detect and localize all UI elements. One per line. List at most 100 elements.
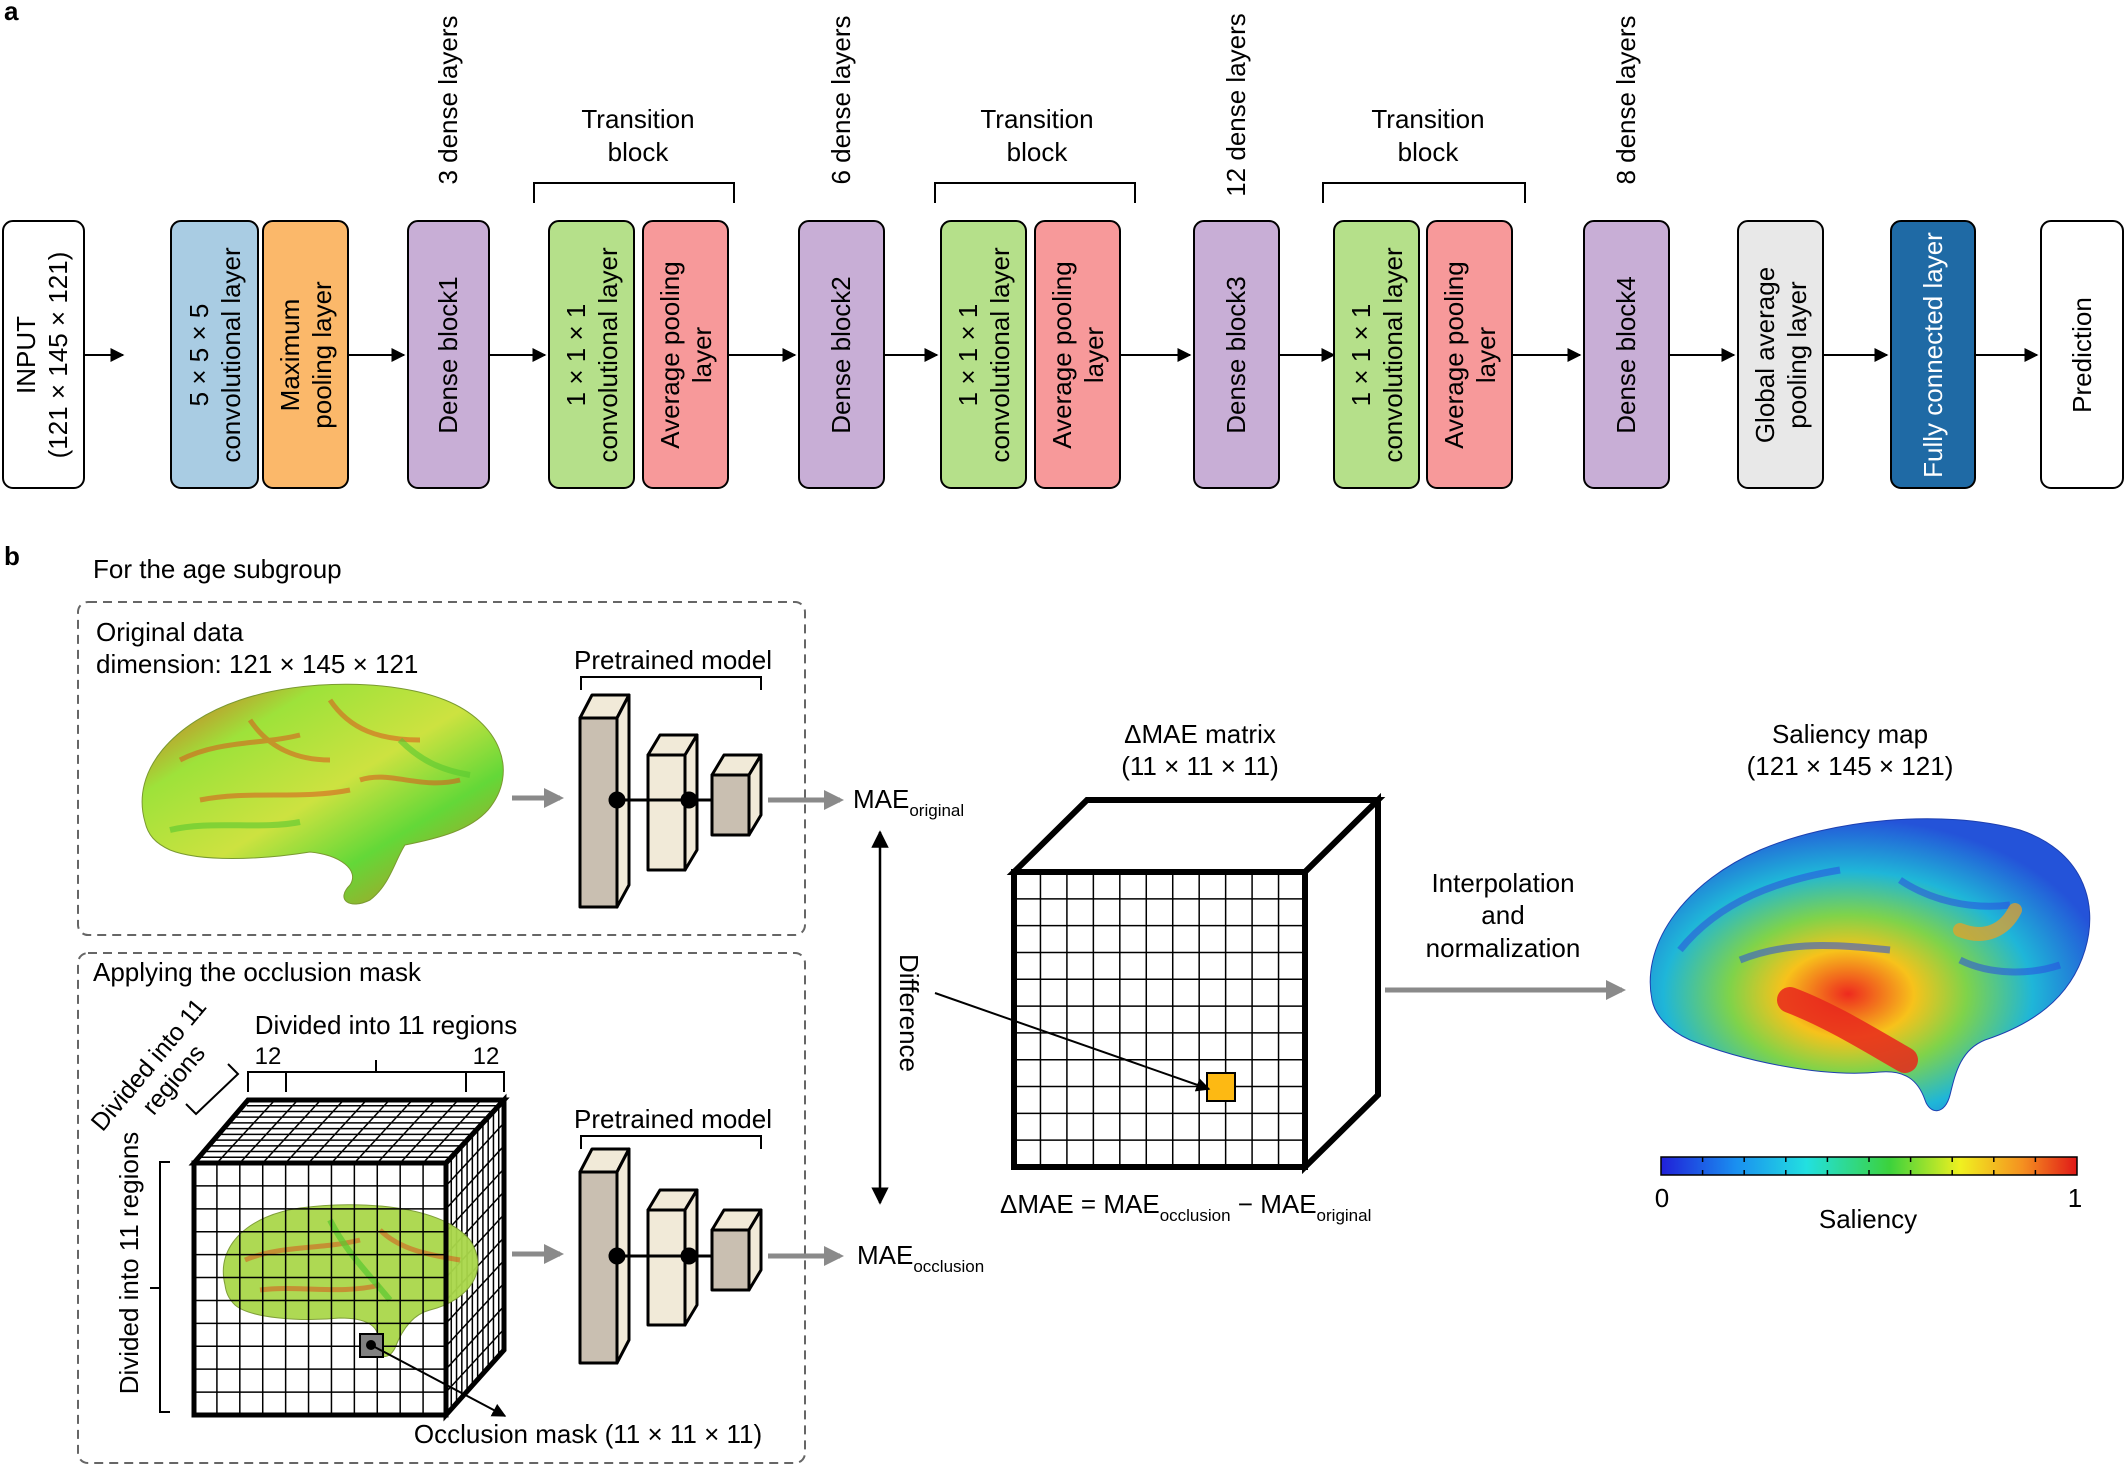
dense-block-1-label: Dense block1 [433, 276, 463, 434]
dense-block-2 [798, 220, 885, 489]
dense-block-4-label: Dense block4 [1611, 276, 1641, 434]
grid-line [376, 1099, 436, 1164]
divided-side-bracket [185, 1063, 240, 1116]
conv5-block [170, 220, 259, 489]
pretrained-model-2 [578, 1147, 763, 1365]
saliency-brain-image [1649, 818, 2091, 1112]
gap-block [1737, 220, 1824, 489]
transition-1-conv [548, 220, 635, 489]
transition-3-pool-line2: layer [1471, 326, 1501, 383]
gap-line2: pooling layer [1782, 281, 1812, 429]
input-block-line1: INPUT [11, 316, 41, 394]
subgroup-title: For the age subgroup [93, 554, 342, 584]
transition-1-conv-line2: convolutional layer [593, 247, 623, 463]
grid-line [445, 1282, 505, 1347]
delta-title-1: ΔMAE matrix [1124, 719, 1276, 749]
transition-2-title2: block [1007, 137, 1069, 167]
prediction-label: Prediction [2067, 297, 2097, 413]
grid-line [445, 1122, 505, 1187]
num-left: 12 [255, 1043, 282, 1070]
mae-occlusion: MAEocclusion [857, 1240, 984, 1276]
pretrained-model-1 [578, 693, 763, 909]
dense-block-4 [1583, 220, 1670, 489]
transition-2-conv-line2: convolutional layer [985, 247, 1015, 463]
pretrained-label-2: Pretrained model [574, 1104, 772, 1134]
saliency-title-1: Saliency map [1772, 719, 1928, 749]
transition-2-conv-line1: 1 × 1 × 1 [953, 304, 983, 407]
input-block-line2: (121 × 145 × 121) [43, 252, 73, 459]
dense-block-3-top: 12 dense layers [1221, 13, 1251, 197]
occlusion-cube-front-grid [194, 1163, 446, 1415]
transition-3-bracket [1322, 182, 1526, 203]
transition-2-pool-line2: layer [1079, 326, 1109, 383]
pretrained-bracket-2 [580, 1135, 762, 1149]
difference-label: Difference [894, 954, 924, 1072]
grid-line [285, 1099, 345, 1164]
transition-3-conv [1333, 220, 1420, 489]
colorbar-max: 1 [2068, 1183, 2082, 1213]
fc-block [1890, 220, 1976, 489]
input-block [2, 220, 85, 489]
dense-block-3-label: Dense block3 [1221, 276, 1251, 434]
occlusion-cube [188, 1093, 510, 1422]
grid-line [445, 1168, 505, 1233]
transition-3-pool [1426, 220, 1513, 489]
delta-highlight-cell [1206, 1072, 1236, 1102]
occlusion-cube-top [199, 1099, 499, 1164]
gap-line1: Global average [1750, 267, 1780, 443]
delta-formula: ΔMAE = MAEocclusion − MAEoriginal [1000, 1189, 1371, 1225]
transition-3-conv-line2: convolutional layer [1378, 247, 1408, 463]
grid-line [422, 1099, 482, 1164]
occlusion-title: Applying the occlusion mask [93, 957, 422, 987]
pretrained-bracket-1 [580, 676, 762, 690]
maxpool-line2: pooling layer [307, 281, 337, 429]
original-brain-image [141, 683, 504, 905]
conv5-line1: 5 × 5 × 5 [184, 304, 214, 407]
divided-top-bracket [247, 1060, 505, 1092]
dense-block-2-top: 6 dense layers [826, 15, 856, 184]
grid-line [399, 1099, 459, 1164]
transition-2-conv [940, 220, 1027, 489]
transition-3-title2: block [1398, 137, 1460, 167]
dense-block-3 [1193, 220, 1280, 489]
transition-1-title2: block [608, 137, 670, 167]
interp-line1: Interpolation [1431, 868, 1574, 898]
occlusion-brain [222, 1204, 479, 1357]
colorbar-min: 0 [1655, 1183, 1669, 1213]
grid-line [445, 1145, 505, 1210]
colorbar-label: Saliency [1819, 1204, 1917, 1234]
pretrained-label-1: Pretrained model [574, 645, 772, 675]
grid-line [239, 1099, 299, 1164]
prediction-block [2040, 220, 2124, 489]
saliency-title-2: (121 × 145 × 121) [1747, 751, 1954, 781]
original-data-box [77, 601, 806, 936]
transition-1-pool-line1: Average pooling [655, 261, 685, 448]
divided-top-label: Divided into 11 regions [255, 1010, 518, 1040]
num-right: 12 [473, 1043, 500, 1070]
occlusion-mask-pointer [370, 1344, 507, 1417]
transition-1-conv-line1: 1 × 1 × 1 [561, 304, 591, 407]
occlusion-box [77, 952, 806, 1464]
fc-label: Fully connected layer [1918, 232, 1948, 478]
delta-front-grid [1014, 872, 1305, 1167]
dense-block-2-label: Dense block2 [826, 276, 856, 434]
transition-2-bracket [934, 182, 1136, 203]
transition-3-conv-line1: 1 × 1 × 1 [1346, 304, 1376, 407]
grid-line [353, 1099, 413, 1164]
difference-pointer [934, 992, 1211, 1092]
transition-3-pool-line1: Average pooling [1439, 261, 1469, 448]
delta-mae-cube [1006, 792, 1386, 1175]
transition-1-bracket [533, 182, 735, 203]
grid-line [445, 1305, 505, 1370]
grid-line [445, 1259, 505, 1324]
transition-1-pool-line2: layer [687, 326, 717, 383]
interp-line2: and [1481, 900, 1524, 930]
dense-block-1-top: 3 dense layers [433, 15, 463, 184]
divided-left-bracket [150, 1161, 170, 1413]
transition-2-title1: Transition [980, 104, 1093, 134]
divided-left-label: Divided into 11 regions [114, 1132, 144, 1395]
occlusion-mask-label: Occlusion mask (11 × 11 × 11) [414, 1419, 762, 1449]
original-line2: dimension: 121 × 145 × 121 [96, 649, 418, 679]
grid-line [216, 1099, 276, 1164]
